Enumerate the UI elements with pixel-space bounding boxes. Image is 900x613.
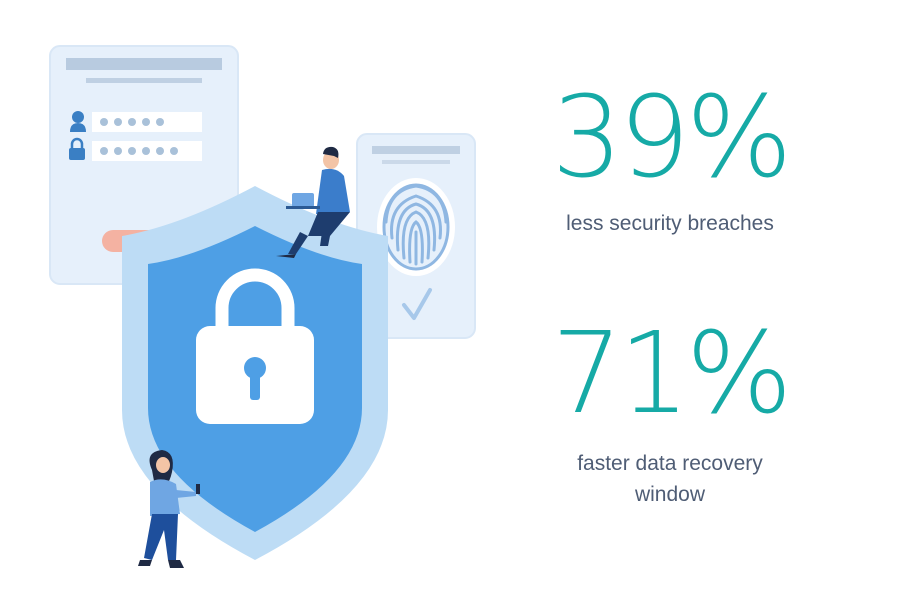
stat-label: faster data recovery window xyxy=(577,452,763,506)
person-with-phone xyxy=(138,450,200,568)
lock-icon xyxy=(69,137,85,160)
stat-recovery: 71% faster data recovery window xyxy=(520,308,820,510)
fingerprint-icon xyxy=(377,178,455,276)
checkmark-icon xyxy=(402,288,432,320)
user-icon xyxy=(70,111,86,132)
stat-label: less security breaches xyxy=(566,212,774,235)
stat-value: 39% xyxy=(551,73,793,203)
stat-value: 71% xyxy=(551,309,793,439)
stat-breaches: 39% less security breaches xyxy=(520,72,820,239)
statistics-panel: 39% less security breaches 71% faster da… xyxy=(520,0,900,608)
security-illustration xyxy=(49,45,476,568)
person-with-laptop xyxy=(276,146,350,258)
padlock-icon xyxy=(196,268,314,424)
